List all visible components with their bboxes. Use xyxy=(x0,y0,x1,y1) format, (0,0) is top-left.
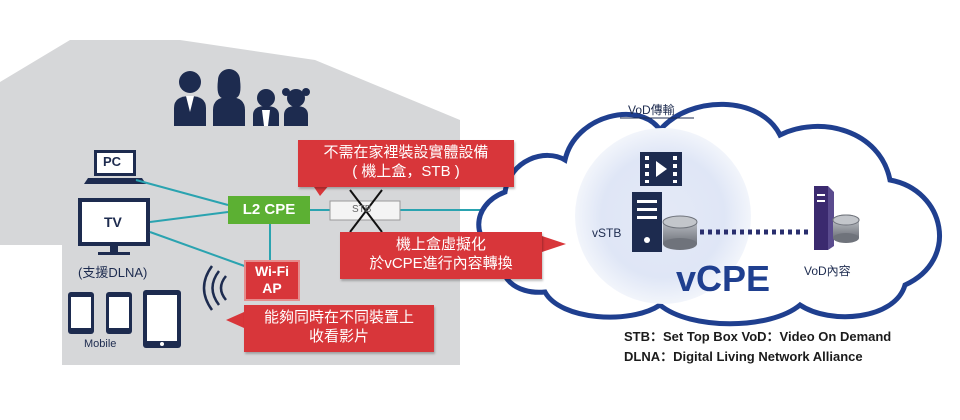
wifi-ap-box: Wi-Fi AP xyxy=(244,260,300,301)
callout-virtualize-line1: 機上盒虛擬化 xyxy=(395,236,486,253)
callout-pointer-virtualize xyxy=(542,236,566,252)
family-icon xyxy=(174,69,310,126)
vod-transfer-label: VoD傳輸 xyxy=(628,103,675,117)
vcpe-glow xyxy=(575,128,751,304)
l2-cpe-box: L2 CPE xyxy=(228,196,310,224)
wifi-ap-line1: Wi-Fi xyxy=(254,263,290,279)
pc-label: PC xyxy=(103,154,122,169)
vstb-server-icon xyxy=(632,192,698,252)
vcpe-label: vCPE xyxy=(676,258,771,299)
laptop-icon xyxy=(84,150,146,184)
vstb-label: vSTB xyxy=(592,226,622,240)
legend-line1: STB：Set Top Box VoD：Video On Demand xyxy=(624,329,892,344)
vod-content-label: VoD內容 xyxy=(804,264,851,278)
legend-line2: DLNA：Digital Living Network Alliance xyxy=(624,349,863,364)
video-icon xyxy=(640,152,682,186)
callout-no-device-line2: ( 機上盒，STB ) xyxy=(352,163,460,180)
callout-multi-device: 能夠同時在不同裝置上 收看影片 xyxy=(244,305,434,352)
wifi-ap-line2: AP xyxy=(262,280,282,296)
callout-no-device: 不需在家裡裝設實體設備 ( 機上盒，STB ) xyxy=(298,140,514,187)
dlna-note: (支援DLNA) xyxy=(78,265,148,280)
callout-virtualize-line2: 於vCPE進行內容轉換 xyxy=(369,255,513,272)
callout-multi-device-line2: 收看影片 xyxy=(308,328,369,345)
callout-no-device-line1: 不需在家裡裝設實體設備 xyxy=(323,144,489,161)
tv-label: TV xyxy=(104,214,122,230)
removed-stb-box xyxy=(329,189,401,233)
stb-label: STB xyxy=(352,204,372,215)
l2-cpe-label: L2 CPE xyxy=(242,201,296,218)
mobile-devices-icon xyxy=(68,290,181,348)
wifi-signal-icon xyxy=(202,265,227,311)
tv-icon xyxy=(78,198,150,255)
callout-virtualize: 機上盒虛擬化 於vCPE進行內容轉換 xyxy=(340,232,542,279)
callout-pointer-multi-device xyxy=(226,312,244,328)
vod-content-server-icon xyxy=(814,186,860,250)
callout-multi-device-line1: 能夠同時在不同裝置上 xyxy=(263,309,414,326)
mobile-label: Mobile xyxy=(84,338,117,350)
callout-pointer-no-device xyxy=(312,184,330,196)
